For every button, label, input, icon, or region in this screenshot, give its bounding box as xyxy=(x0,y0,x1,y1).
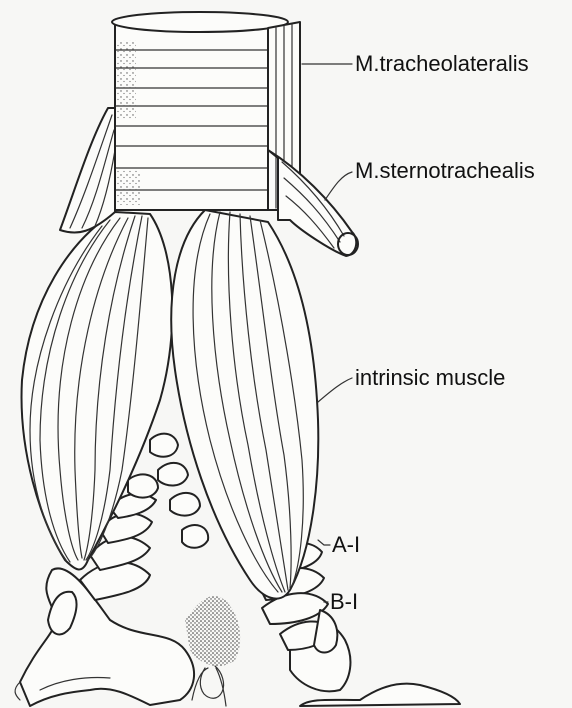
left-sternotrachealis xyxy=(60,108,117,233)
leader-intrinsic xyxy=(318,378,352,402)
trachea xyxy=(112,12,288,210)
right-sternotrachealis xyxy=(268,150,358,256)
left-intrinsic-muscle xyxy=(22,212,173,569)
leader-a1 xyxy=(318,540,330,545)
label-tracheolateralis: M.tracheolateralis xyxy=(355,51,529,76)
label-b1: B-I xyxy=(330,589,358,614)
label-sternotrachealis: M.sternotrachealis xyxy=(355,158,535,183)
leader-sternotrachealis xyxy=(325,172,352,200)
label-intrinsic-muscle: intrinsic muscle xyxy=(355,365,505,390)
labels: M.tracheolateralis M.sternotrachealis in… xyxy=(330,51,535,614)
label-a1: A-I xyxy=(332,532,360,557)
bronchi-base xyxy=(15,568,460,706)
